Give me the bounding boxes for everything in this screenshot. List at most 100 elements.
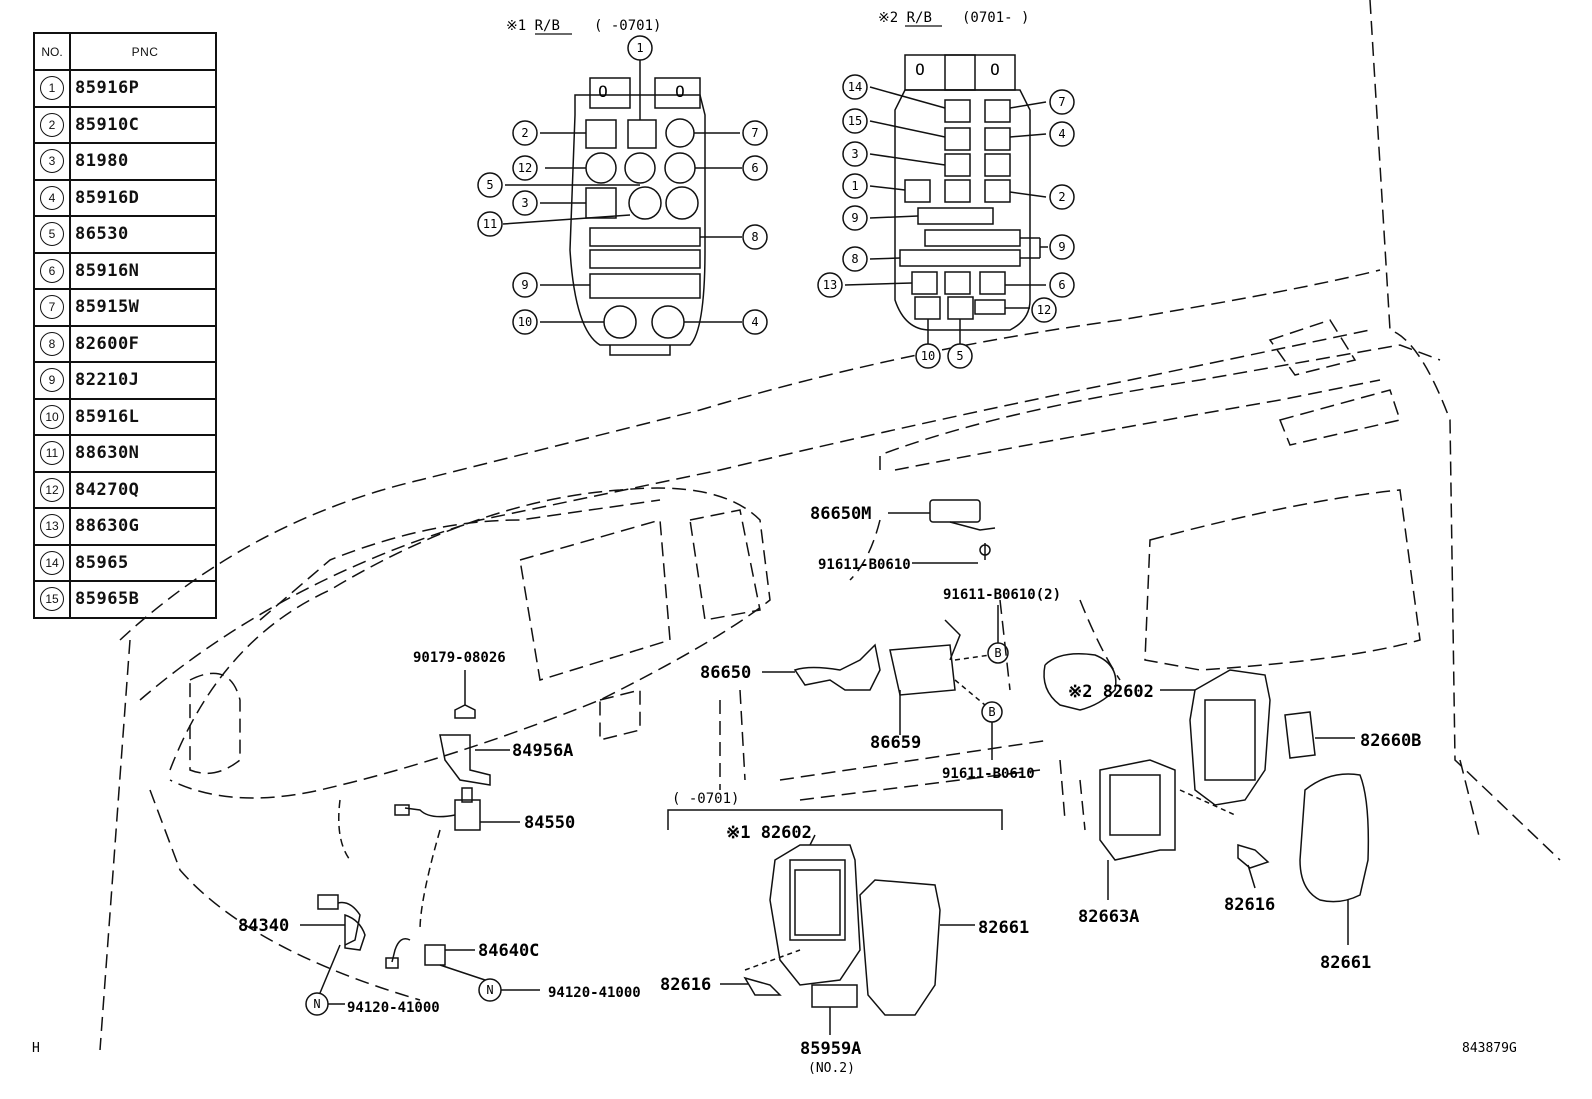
callout-4: 4 [742,309,768,335]
circled-number: 10 [40,404,64,429]
label-82602-no2: ※2 82602 [1068,682,1154,702]
svg-text:12: 12 [1037,303,1051,317]
svg-text:6: 6 [1058,278,1065,292]
callout-13: 13 [817,272,843,298]
svg-text:8: 8 [751,230,758,244]
row-no: 9 [33,361,71,400]
bracket-84956a [394,670,520,931]
svg-text:1: 1 [636,41,643,55]
row-no: 4 [33,178,71,217]
callout-9: 9 [512,272,538,298]
callout-8: 8 [842,246,868,272]
circled-number: 15 [40,587,64,612]
table-header: NO. PNC [33,32,217,71]
circled-number: 8 [40,331,64,356]
row-pnc: 82600F [69,324,217,363]
circled-number: 11 [40,441,64,466]
circled-number: 4 [40,185,64,210]
row-no: 11 [33,434,71,473]
label-82602-no1: ※1 82602 [726,823,812,843]
label-84340: 84340 [238,916,289,936]
rb1-range: ( -0701) [594,18,661,34]
svg-text:10: 10 [518,315,532,329]
svg-text:12: 12 [518,161,532,175]
callout-12: 12 [512,155,538,181]
svg-text:9: 9 [521,278,528,292]
svg-text:4: 4 [1058,127,1065,141]
row-pnc: 85965 [69,543,217,582]
callout-1: 1 [627,35,653,61]
label-85959a: 85959A [800,1039,861,1059]
mark-b-2: B [988,705,995,719]
row-pnc: 85916L [69,397,217,436]
row-no: 6 [33,251,71,290]
label-91611-a: 91611-B0610 [818,557,911,573]
label-90179: 90179-08026 [413,650,506,666]
buzzer-86650 [762,605,1009,760]
circled-number: 2 [40,112,64,137]
label-82616-a: 82616 [660,975,711,995]
row-pnc: 85915W [69,288,217,327]
corner-right: 843879G [1462,1041,1517,1056]
row-pnc: 85910C [69,105,217,144]
svg-text:6: 6 [751,161,758,175]
circled-number: 9 [40,368,64,393]
callout-10: 10 [915,343,941,369]
circled-number: 12 [40,477,64,502]
callout-4: 4 [1049,121,1075,147]
callout-5: 5 [477,172,503,198]
callout-5: 5 [947,343,973,369]
row-no: 14 [33,543,71,582]
circled-number: 3 [40,149,64,174]
svg-text:1: 1 [851,179,858,193]
junction-box2-group [1043,653,1370,945]
callout-8: 8 [742,224,768,250]
label-84640c: 84640C [478,941,539,961]
svg-text:14: 14 [848,80,862,94]
callout-2: 2 [1049,184,1075,210]
circled-number: 5 [40,222,64,247]
circled-number: 1 [40,76,64,101]
row-pnc: 86530 [69,215,217,254]
svg-text:O: O [598,82,608,101]
label-86650: 86650 [700,663,751,683]
label-94120-a: 94120-41000 [347,1000,440,1016]
callout-14: 14 [842,74,868,100]
callout-3: 3 [842,141,868,167]
header-no: NO. [33,32,71,71]
callout-7: 7 [742,120,768,146]
row-pnc: 85965B [69,580,217,619]
svg-text:2: 2 [1058,190,1065,204]
svg-text:8: 8 [851,252,858,266]
row-pnc: 85916N [69,251,217,290]
corner-left: H [32,1041,40,1056]
row-no: 1 [33,69,71,108]
svg-text:13: 13 [823,278,837,292]
box-range: ( -0701) [672,791,739,807]
svg-text:4: 4 [751,315,758,329]
label-91611-b: 91611-B0610(2) [943,587,1061,603]
label-82661-a: 82661 [978,918,1029,938]
label-82660b: 82660B [1360,731,1421,751]
svg-text:11: 11 [483,217,497,231]
row-no: 12 [33,470,71,509]
mark-b-1: B [994,646,1001,660]
rb2-title: ※2 R/B [878,10,932,26]
label-82661-b: 82661 [1320,953,1371,973]
callout-10: 10 [512,309,538,335]
label-84956a: 84956A [512,741,573,761]
svg-text:15: 15 [848,114,862,128]
svg-text:9: 9 [851,211,858,225]
header-pnc: PNC [69,32,217,71]
